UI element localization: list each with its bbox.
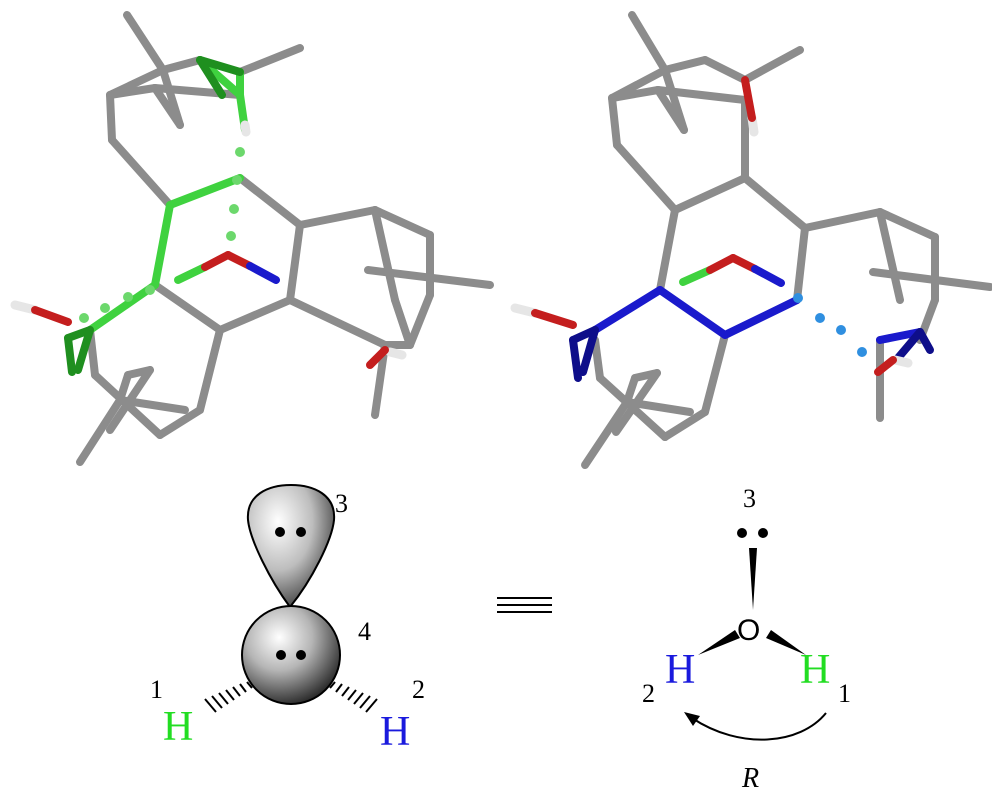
wedge-bond-up bbox=[749, 548, 757, 610]
left-central-water bbox=[174, 251, 280, 284]
equivalence-symbol bbox=[497, 597, 552, 613]
sphere-electron-dot bbox=[276, 650, 286, 660]
label-center-priority: 4 bbox=[358, 617, 371, 646]
left-lone-pair-scheme: 3 4 1 H 2 H bbox=[150, 483, 425, 755]
hashed-bond-right bbox=[329, 681, 378, 713]
right-carbon-bonds bbox=[581, 11, 992, 469]
label-h1: H bbox=[163, 704, 193, 750]
right-highlight-path bbox=[591, 286, 924, 344]
label-h-left-priority: 2 bbox=[642, 679, 655, 708]
label-h-right-priority: 1 bbox=[838, 679, 851, 708]
right-water-scheme: 3 O H 2 H 1 R bbox=[642, 484, 851, 791]
configuration-label: R bbox=[741, 763, 759, 791]
label-h-left: H bbox=[665, 647, 695, 693]
label-h2: H bbox=[380, 709, 410, 755]
left-oxygen-bonds bbox=[31, 306, 389, 369]
left-hbond-dots bbox=[79, 147, 245, 323]
right-oxygen-bonds bbox=[531, 76, 897, 376]
wedge-bond-right bbox=[766, 630, 806, 655]
lone-pair-dot bbox=[758, 528, 768, 538]
lone-pair-lobe bbox=[246, 483, 336, 609]
right-molecule-model bbox=[510, 11, 992, 469]
label-h2-priority: 2 bbox=[412, 675, 425, 704]
label-lone-pair-priority: 3 bbox=[335, 489, 348, 518]
label-lone-pair-priority: 3 bbox=[743, 484, 756, 513]
sphere-electron-dot bbox=[296, 650, 306, 660]
right-hbond-dots bbox=[793, 293, 867, 357]
label-h1-priority: 1 bbox=[150, 675, 163, 704]
lobe-electron-dot bbox=[296, 527, 306, 537]
right-central-water bbox=[679, 254, 785, 287]
central-sphere bbox=[241, 605, 341, 705]
left-molecule-model bbox=[10, 11, 494, 466]
arrow-head-icon bbox=[684, 712, 700, 726]
right-highlight-dark bbox=[569, 326, 934, 382]
wedge-bond-left bbox=[698, 630, 740, 655]
curved-arrow-icon bbox=[691, 712, 827, 741]
label-oxygen: O bbox=[737, 614, 760, 647]
lobe-electron-dot bbox=[275, 527, 285, 537]
left-highlight-dark bbox=[64, 56, 244, 376]
left-carbon-bonds bbox=[76, 11, 494, 466]
lone-pair-dot bbox=[737, 528, 747, 538]
label-h-right: H bbox=[800, 647, 830, 693]
hashed-bond-left bbox=[204, 681, 253, 713]
